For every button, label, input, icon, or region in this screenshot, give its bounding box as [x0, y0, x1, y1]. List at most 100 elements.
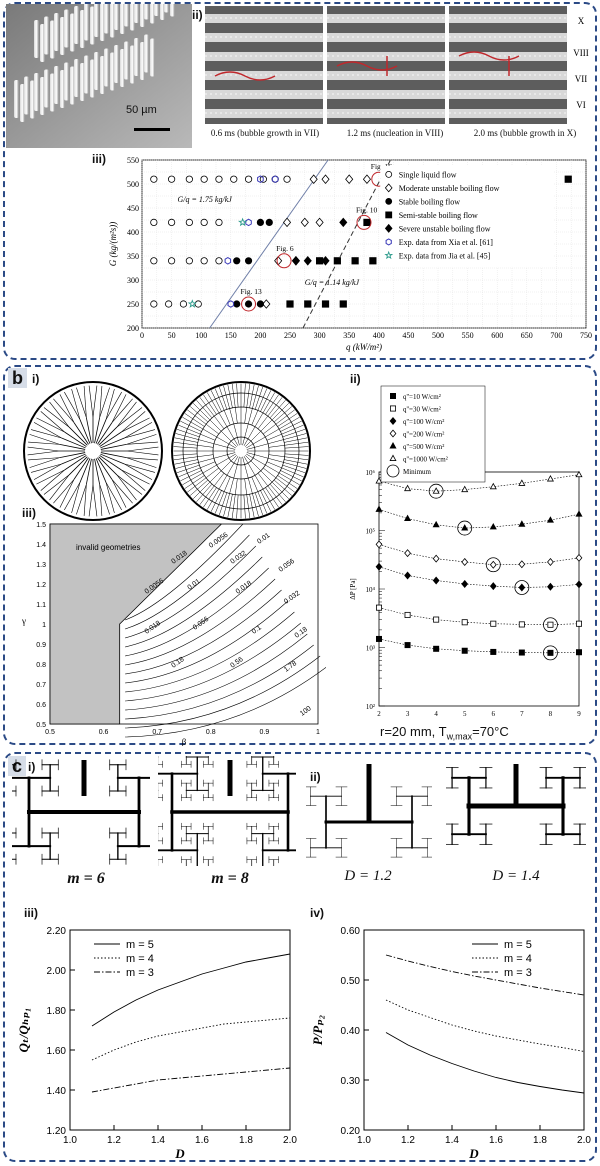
- radial-channel: [246, 416, 300, 449]
- tree-branch: [99, 455, 122, 471]
- panel-b-caption: r=20 mm, Tw,max=70°C: [380, 724, 509, 742]
- radial-channel: [223, 456, 240, 517]
- micropillar: [34, 20, 39, 58]
- radial-channel: [236, 494, 239, 519]
- tree-branch: [73, 422, 89, 445]
- highlight-circle: [356, 214, 372, 230]
- radial-channel: [254, 386, 263, 410]
- micropillar: [64, 62, 69, 101]
- tree-branch: [105, 388, 115, 420]
- radial-channel: [251, 476, 268, 514]
- radial-channel: [182, 416, 236, 449]
- minimum-circle: [543, 617, 558, 633]
- tree-branch: [124, 463, 156, 473]
- radial-channel: [176, 429, 200, 438]
- y-tick-label: 300: [127, 276, 139, 285]
- series-line: [385, 999, 585, 1052]
- micropillar: [110, 52, 115, 91]
- tree-branch: [43, 407, 70, 428]
- tree-branch: [59, 452, 86, 459]
- y-tick-label: 1.2: [36, 582, 46, 589]
- radial-channel: [189, 406, 209, 423]
- y-tick-label: 1.80: [47, 1006, 67, 1017]
- data-point: [547, 621, 554, 628]
- y-tick-label: 250: [127, 300, 139, 309]
- tree-branch: [33, 463, 62, 480]
- tree-branch: [121, 411, 146, 433]
- legend-label: Exp. data from Jia et al. [45]: [399, 251, 491, 260]
- data-point: [376, 635, 383, 642]
- data-point: [194, 300, 202, 308]
- data-point: [150, 218, 158, 227]
- microchannel: [327, 90, 445, 99]
- data-point: [363, 218, 371, 226]
- radial-channel: [178, 424, 216, 441]
- tree-branch: [97, 422, 113, 445]
- y-tick-label: 10³: [366, 645, 375, 653]
- contour-line: [124, 578, 276, 666]
- h-tree-d14: [446, 764, 586, 845]
- x-tick-label: 500: [432, 331, 444, 340]
- h-tree-d12: [306, 764, 432, 858]
- contour-line: [125, 633, 308, 711]
- data-point: [167, 257, 176, 265]
- data-point: [547, 649, 554, 656]
- reference-line: [209, 159, 329, 329]
- tree-branch: [126, 457, 158, 461]
- y-tick-label: 0.6: [36, 702, 46, 709]
- x-tick-label: 1.2: [401, 1135, 415, 1146]
- data-point: [547, 557, 554, 566]
- contour-line: [124, 534, 250, 630]
- micropillar: [140, 4, 145, 27]
- x-tick-label: 1.4: [151, 1135, 165, 1146]
- legend-label: m = 3: [126, 967, 154, 979]
- data-point: [165, 300, 173, 308]
- tree-branch: [92, 385, 98, 418]
- data-point: [262, 299, 271, 309]
- channel-label: VII: [575, 74, 588, 84]
- x-tick-label: 1.8: [239, 1135, 253, 1146]
- panel-b-i-label: i): [32, 372, 40, 386]
- radial-channel: [214, 476, 231, 514]
- tree-branch: [97, 457, 113, 480]
- tree-branch: [124, 429, 156, 439]
- panel-a-iii-label: iii): [92, 152, 106, 166]
- microchannel: [327, 109, 445, 118]
- radial-channel: [249, 384, 255, 408]
- data-point: [518, 479, 526, 486]
- data-point: [547, 582, 554, 591]
- data-point: [489, 582, 497, 591]
- panel-a-ii-label: ii): [192, 8, 203, 22]
- radial-channel: [244, 478, 251, 519]
- tree-branch: [30, 429, 62, 439]
- panel-c-iv-label: iv): [310, 906, 325, 920]
- data-point: [333, 257, 341, 265]
- data-point: [185, 257, 193, 265]
- tree-branch: [121, 469, 150, 485]
- legend-label: q''=100 W/cm²: [403, 418, 444, 426]
- x-tick-label: 9: [577, 710, 581, 718]
- data-point: [230, 175, 238, 183]
- x-tick-label: 2.0: [283, 1135, 297, 1146]
- legend-label: m = 4: [126, 953, 154, 965]
- tree-branch: [71, 388, 81, 420]
- minimum-circle: [428, 483, 444, 499]
- radial-channel: [173, 441, 214, 448]
- radial-channel: [260, 390, 272, 412]
- series-line: [378, 607, 580, 626]
- micropillar: [30, 80, 35, 119]
- micropillar: [104, 4, 109, 34]
- video-frame: [205, 6, 323, 124]
- tree-branch: [92, 484, 98, 517]
- legend-marker: [384, 183, 393, 193]
- tree-branch: [88, 484, 94, 517]
- legend-marker: [390, 392, 397, 399]
- d-label-1-4: D = 1.4: [492, 868, 540, 884]
- data-point: [224, 257, 232, 265]
- micropillar: [164, 4, 169, 13]
- x-tick-label: 650: [521, 331, 533, 340]
- legend-label: q''=200 W/cm²: [403, 431, 444, 439]
- y-tick-label: 10⁵: [366, 528, 376, 536]
- legend-label: m = 4: [504, 953, 532, 965]
- tree-branch: [121, 469, 146, 491]
